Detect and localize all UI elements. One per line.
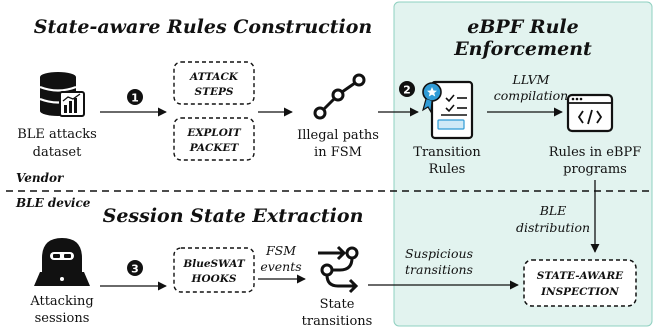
hooks-line1: BlueSWAT [182, 258, 245, 270]
fsm-events-line1: FSM [265, 243, 297, 258]
step-badge-3-number: 3 [131, 263, 139, 276]
title-rules-construction: State-aware Rules Construction [34, 16, 372, 38]
step-badge-2-number: 2 [403, 84, 411, 97]
llvm-label-line1: LLVM [512, 72, 551, 87]
inspection-line1: STATE-AWARE [537, 270, 624, 282]
hooks-box [173, 247, 255, 293]
state-transitions-line2: transitions [302, 314, 373, 327]
inspection-line2: INSPECTION [540, 286, 619, 298]
title-state-extraction: Session State Extraction [103, 205, 364, 227]
attacking-sessions-line1: Attacking [29, 294, 93, 309]
attack-steps-line2: STEPS [195, 86, 234, 98]
exploit-packet-box [173, 117, 255, 161]
hacker-icon [34, 238, 90, 286]
ble-dist-line1: BLE [539, 203, 567, 218]
state-transitions-line1: State [320, 297, 355, 312]
inspection-box [523, 259, 637, 307]
exploit-packet-line1: EXPLOIT [186, 127, 241, 139]
exploit-packet-line2: PACKET [189, 142, 240, 154]
dataset-label-line2: dataset [33, 145, 82, 160]
step-badge-1-number: 1 [131, 92, 139, 105]
zone-label-device: BLE device [15, 196, 91, 210]
ble-dist-line2: distribution [516, 220, 590, 235]
transition-rules-line2: Rules [429, 162, 466, 177]
attack-steps-line1: ATTACK [189, 71, 239, 83]
step-badge-1 [127, 89, 143, 105]
code-window-icon [566, 93, 614, 133]
ebpf-rules-line1: Rules in eBPF [549, 145, 642, 160]
ebpf-rules-line2: programs [563, 162, 627, 177]
title-enforcement-line2: Enforcement [453, 38, 592, 60]
fsm-events-line2: events [260, 259, 301, 274]
llvm-label-line2: compilation [494, 88, 568, 103]
state-transition-icon [318, 245, 359, 294]
hooks-line2: HOOKS [191, 273, 237, 285]
attack-steps-box [173, 61, 255, 105]
database-chart-icon [39, 72, 85, 117]
zone-label-vendor: Vendor [16, 171, 65, 185]
attacking-sessions-line2: sessions [35, 311, 90, 326]
title-enforcement-line1: eBPF Rule [467, 16, 578, 38]
suspicious-line2: transitions [405, 262, 473, 277]
illegal-paths-line1: Illegal paths [297, 128, 379, 143]
certificate-checklist-icon [422, 80, 474, 140]
step-badge-3 [127, 260, 143, 276]
dataset-label-line1: BLE attacks [17, 127, 97, 142]
suspicious-line1: Suspicious [405, 246, 473, 261]
illegal-paths-line2: in FSM [314, 145, 362, 160]
graph-path-icon [313, 73, 366, 120]
transition-rules-line1: Transition [413, 145, 481, 160]
step-badge-2 [399, 81, 415, 97]
